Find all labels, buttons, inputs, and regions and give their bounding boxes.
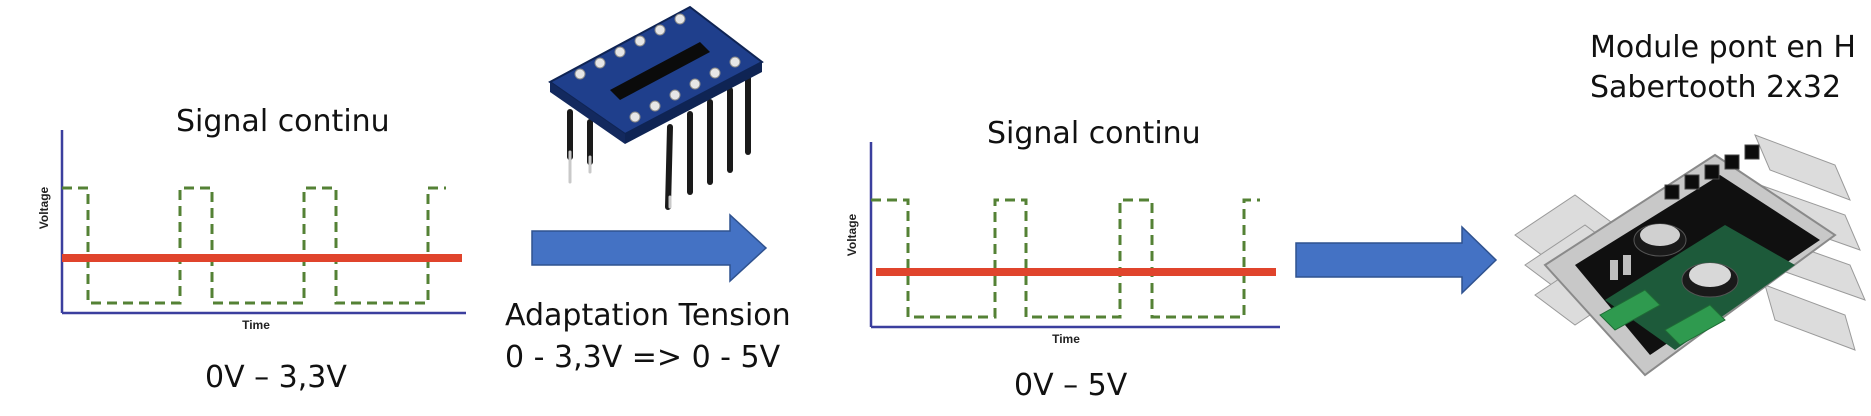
middle-signal-chart: Voltage Time — [845, 142, 1280, 346]
middle-xlabel: Time — [1052, 332, 1080, 346]
left-voltage-range: 0V – 3,3V — [205, 360, 347, 395]
module-title-line1: Module pont en H — [1590, 30, 1856, 65]
middle-voltage-range: 0V – 5V — [1014, 368, 1128, 403]
left-signal-title: Signal continu — [176, 104, 390, 139]
level-shifter-board-image — [548, 5, 764, 210]
adaptation-caption-line1: Adaptation Tension — [505, 298, 791, 333]
left-ylabel: Voltage — [37, 186, 51, 229]
left-pwm-wave — [62, 186, 446, 305]
left-xlabel: Time — [242, 318, 270, 332]
left-signal-chart: Voltage Time — [37, 130, 466, 332]
middle-pwm-wave — [871, 198, 1260, 319]
module-title-line2: Sabertooth 2x32 — [1590, 70, 1842, 105]
sabertooth-module-image — [1514, 134, 1866, 377]
middle-signal-title: Signal continu — [987, 116, 1201, 151]
middle-ylabel: Voltage — [845, 213, 859, 256]
adaptation-caption-line2: 0 - 3,3V => 0 - 5V — [505, 340, 781, 375]
signal-flow-arrow-2 — [1295, 225, 1498, 295]
signal-flow-arrow-1 — [531, 213, 768, 283]
